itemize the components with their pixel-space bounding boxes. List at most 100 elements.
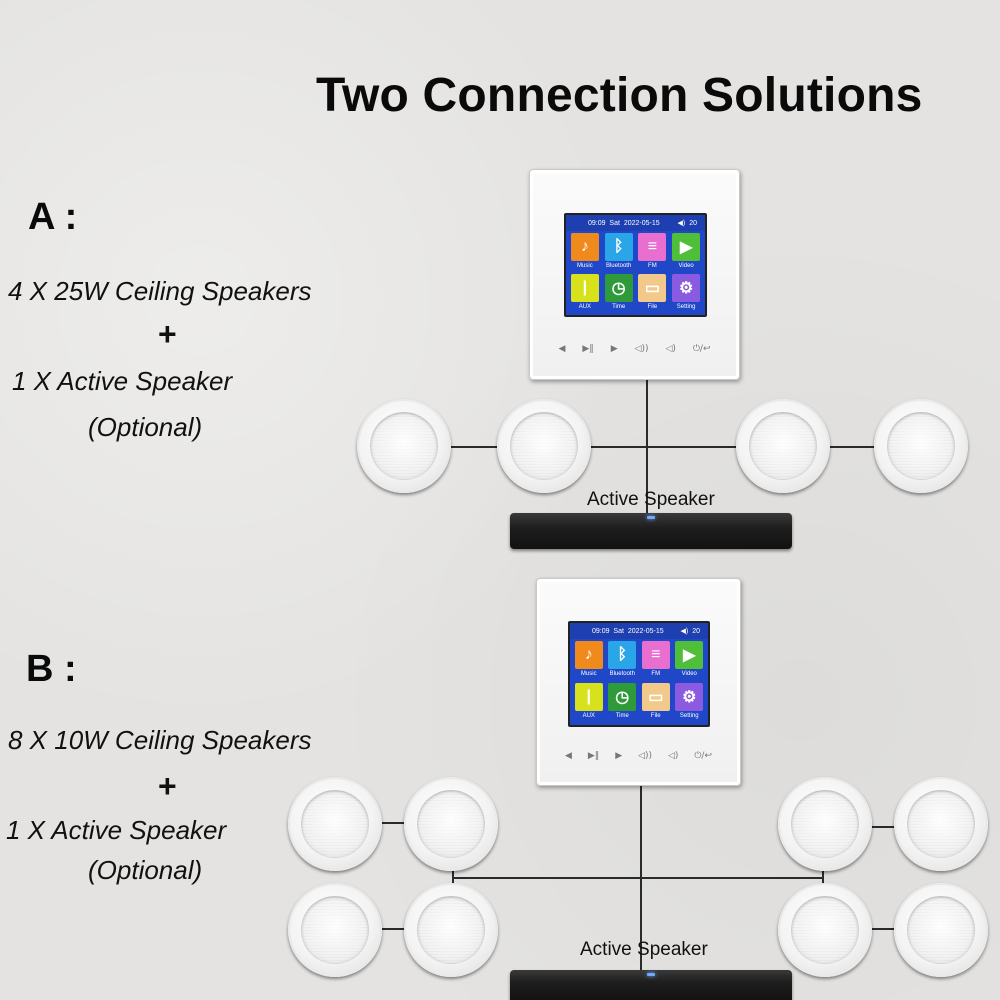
app-tile-aux[interactable]: |AUX	[574, 683, 604, 723]
wire-a-right	[820, 446, 900, 448]
ceiling-speaker-b6	[404, 883, 498, 977]
active-speaker-a	[510, 513, 792, 549]
aux-cable-icon: |	[570, 274, 599, 302]
app-tile-fm[interactable]: ≡FM	[638, 233, 668, 272]
ceiling-speaker-a1	[357, 399, 451, 493]
volume-up-icon[interactable]: ◁))	[638, 751, 652, 761]
music-note-icon: ♪	[574, 641, 603, 669]
app-tile-file[interactable]: ▭File	[638, 274, 668, 313]
wire-b-horizontal	[452, 877, 824, 879]
option-a-active-text: 1 X Active Speaker	[12, 366, 233, 396]
volume-down-icon[interactable]: ◁)	[665, 344, 676, 354]
wire-a-middle	[582, 446, 758, 448]
wire-b-right-drop	[822, 868, 824, 888]
ceiling-speaker-b2	[404, 777, 498, 871]
next-icon[interactable]: ▶	[615, 751, 623, 761]
status-day: Sat	[613, 627, 624, 635]
page-title: Two Connection Solutions	[316, 69, 923, 122]
volume-icon: ◀)	[677, 220, 686, 227]
gear-icon: ⚙	[675, 683, 704, 711]
play-pause-icon[interactable]: ▶‖	[587, 751, 600, 761]
app-tile-video[interactable]: ▶Video	[675, 641, 705, 681]
bluetooth-icon: ᛒ	[604, 233, 633, 261]
gear-icon: ⚙	[672, 274, 701, 302]
ceiling-speaker-a3	[736, 399, 830, 493]
ceiling-speaker-b4	[894, 777, 988, 871]
power-back-icon[interactable]: ⏻/↩	[692, 344, 711, 354]
active-speaker-b-label: Active Speaker	[580, 939, 708, 960]
status-date: 2022-05-15	[627, 627, 664, 635]
video-icon: ▶	[675, 641, 704, 669]
status-time: 09:09	[592, 627, 610, 635]
ceiling-speaker-b5	[288, 883, 382, 977]
option-b-plus: +	[158, 768, 177, 804]
next-icon[interactable]: ▶	[610, 344, 618, 354]
ceiling-speaker-b7	[778, 883, 872, 977]
wire-b-top-left	[360, 822, 414, 824]
panel-a-touch-buttons: ◀ ▶‖ ▶ ◁)) ◁) ⏻/↩	[530, 344, 739, 354]
wire-b-left-drop	[452, 868, 454, 888]
app-tile-file[interactable]: ▭File	[641, 683, 671, 723]
option-a-speakers-text: 4 X 25W Ceiling Speakers	[8, 276, 312, 306]
aux-cable-icon: |	[574, 683, 603, 711]
music-note-icon: ♪	[570, 233, 599, 261]
status-volume: 20	[689, 219, 697, 227]
folder-icon: ▭	[641, 683, 670, 711]
wire-b-vertical	[640, 786, 642, 980]
app-tile-video[interactable]: ▶Video	[671, 233, 701, 272]
status-day: Sat	[609, 219, 620, 227]
clock-icon: ◷	[604, 274, 633, 302]
option-a-optional-text: (Optional)	[88, 412, 203, 442]
ceiling-speaker-b8	[894, 883, 988, 977]
radio-icon: ≡	[638, 233, 667, 261]
panel-a-status-bar: 09:09 Sat 2022-05-15 ◀)20	[566, 215, 705, 231]
app-tile-time[interactable]: ◷Time	[608, 683, 638, 723]
option-b-speakers-text: 8 X 10W Ceiling Speakers	[8, 725, 312, 755]
wire-a-vertical	[646, 380, 648, 516]
ceiling-speaker-b1	[288, 777, 382, 871]
option-b-active-text: 1 X Active Speaker	[6, 815, 227, 845]
previous-icon[interactable]: ◀	[564, 751, 572, 761]
panel-b-touch-buttons: ◀ ▶‖ ▶ ◁)) ◁) ⏻/↩	[537, 751, 740, 761]
ceiling-speaker-a2	[497, 399, 591, 493]
app-tile-time[interactable]: ◷Time	[604, 274, 634, 313]
option-a-label: A :	[28, 196, 78, 238]
radio-icon: ≡	[641, 641, 670, 669]
bluetooth-icon: ᛒ	[608, 641, 637, 669]
app-tile-aux[interactable]: |AUX	[570, 274, 600, 313]
clock-icon: ◷	[608, 683, 637, 711]
volume-down-icon[interactable]: ◁)	[667, 751, 679, 761]
app-tile-setting[interactable]: ⚙Setting	[671, 274, 701, 313]
status-date: 2022-05-15	[623, 219, 660, 227]
previous-icon[interactable]: ◀	[558, 344, 566, 354]
app-tile-setting[interactable]: ⚙Setting	[675, 683, 705, 723]
status-volume: 20	[692, 627, 700, 635]
ceiling-speaker-b3	[778, 777, 872, 871]
status-time: 09:09	[588, 219, 606, 227]
volume-up-icon[interactable]: ◁))	[634, 344, 649, 354]
app-tile-fm[interactable]: ≡FM	[641, 641, 671, 681]
folder-icon: ▭	[638, 274, 667, 302]
volume-icon: ◀)	[680, 628, 689, 635]
option-b-label: B :	[26, 648, 77, 690]
power-back-icon[interactable]: ⏻/↩	[694, 751, 713, 761]
ceiling-speaker-a4	[874, 399, 968, 493]
app-tile-music[interactable]: ♪Music	[570, 233, 600, 272]
option-a-plus: +	[158, 316, 177, 352]
active-speaker-a-label: Active Speaker	[587, 489, 715, 510]
app-tile-music[interactable]: ♪Music	[574, 641, 604, 681]
video-icon: ▶	[672, 233, 701, 261]
option-b-optional-text: (Optional)	[88, 855, 203, 885]
panel-b-status-bar: 09:09 Sat 2022-05-15 ◀)20	[570, 623, 708, 639]
wire-b-bottom-left	[360, 928, 414, 930]
play-pause-icon[interactable]: ▶‖	[582, 344, 594, 354]
wire-a-left	[440, 446, 520, 448]
